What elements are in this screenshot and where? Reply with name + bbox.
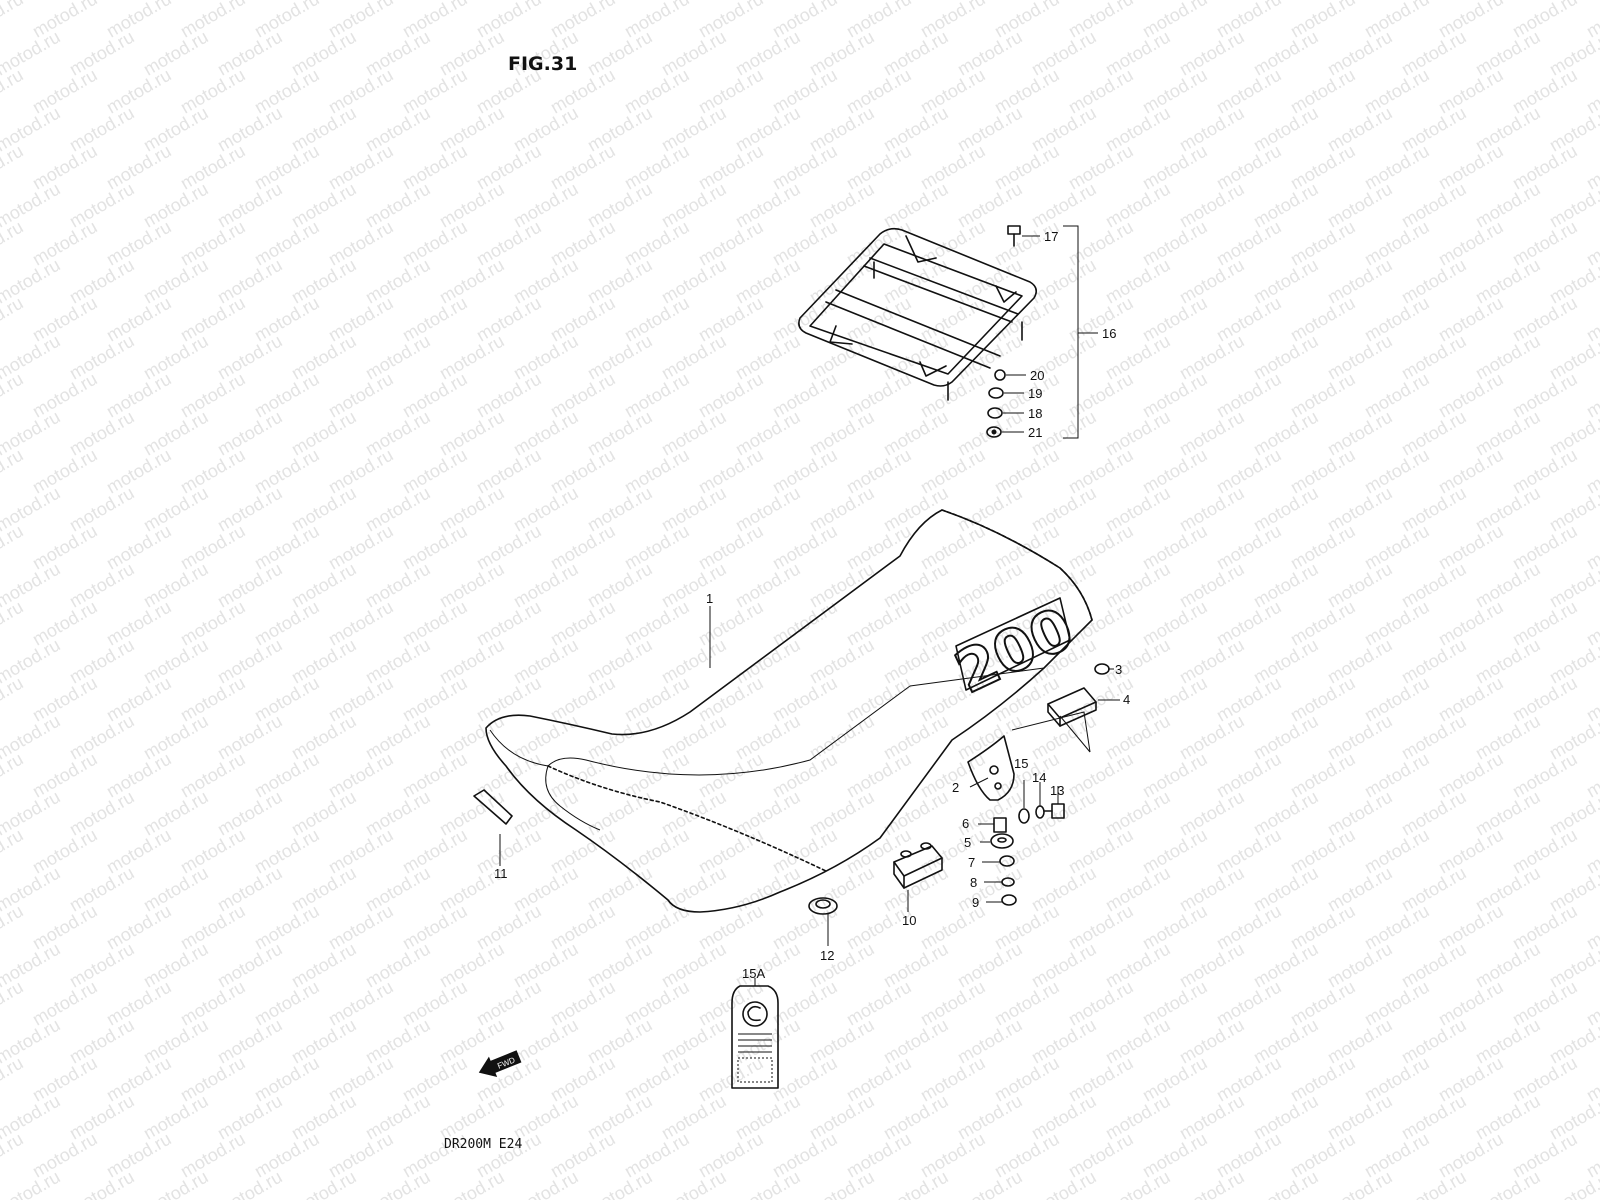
watermark-text: motod.ru xyxy=(1324,1167,1396,1200)
watermark-text: motod.ru xyxy=(880,1167,952,1200)
watermark-text: motod.ru xyxy=(510,1167,582,1200)
callout-9: 9 xyxy=(972,895,979,910)
watermark-text: motod.ru xyxy=(140,1167,212,1200)
callout-4: 4 xyxy=(1123,692,1130,707)
callout-10: 10 xyxy=(902,913,916,928)
callout-3: 3 xyxy=(1115,662,1122,677)
watermark-text: motod.ru xyxy=(806,1167,878,1200)
watermark-text: motod.ru xyxy=(1398,1167,1470,1200)
watermark-text: motod.ru xyxy=(0,445,27,498)
watermark-text: motod.ru xyxy=(0,825,27,878)
callout-6: 6 xyxy=(962,816,969,831)
watermark-text: motod.ru xyxy=(1028,1167,1100,1200)
callout-21: 21 xyxy=(1028,425,1042,440)
watermark-text: motod.ru xyxy=(0,1167,64,1200)
watermark-text: motod.ru xyxy=(0,673,27,726)
callout-15: 15 xyxy=(1014,756,1028,771)
callout-5: 5 xyxy=(964,835,971,850)
callout-12: 12 xyxy=(820,948,834,963)
watermark-text: motod.ru xyxy=(0,977,27,1030)
watermark-text: motod.ru xyxy=(66,1167,138,1200)
watermark-text: motod.ru xyxy=(0,597,27,650)
callout-20: 20 xyxy=(1030,368,1044,383)
watermark-text: motod.ru xyxy=(0,293,27,346)
watermark-text: motod.ru xyxy=(1472,1167,1544,1200)
watermark-text: motod.ru xyxy=(1176,1167,1248,1200)
watermark-text: motod.ru xyxy=(288,1167,360,1200)
callout-18: 18 xyxy=(1028,406,1042,421)
callout-1: 1 xyxy=(706,591,713,606)
callout-19: 19 xyxy=(1028,386,1042,401)
watermark-text: motod.ru xyxy=(0,65,27,118)
watermark-text: motod.ru xyxy=(0,141,27,194)
callout-11: 11 xyxy=(494,866,508,881)
watermark-text: motod.ru xyxy=(1250,1167,1322,1200)
watermark-text: motod.ru xyxy=(0,749,27,802)
watermark-text: motod.ru xyxy=(0,521,27,574)
watermark-text: motod.ru xyxy=(584,1167,656,1200)
callout-13: 13 xyxy=(1050,783,1064,798)
model-code: DR200M E24 xyxy=(444,1137,522,1152)
callout-17: 17 xyxy=(1044,229,1058,244)
watermark-text: motod.ru xyxy=(362,1167,434,1200)
watermark-text: motod.ru xyxy=(1102,1167,1174,1200)
watermark-text: motod.ru xyxy=(0,369,27,422)
watermark-text: motod.ru xyxy=(0,0,27,41)
watermark-text: motod.ru xyxy=(954,1167,1026,1200)
callout-7: 7 xyxy=(968,855,975,870)
watermark-text: motod.ru xyxy=(0,1053,27,1106)
watermark-text: motod.ru xyxy=(0,901,27,954)
callout-14: 14 xyxy=(1032,770,1046,785)
callout-8: 8 xyxy=(970,875,977,890)
callout-15a: 15A xyxy=(742,966,765,981)
callout-16: 16 xyxy=(1102,326,1116,341)
watermark-text: motod.ru xyxy=(436,1167,508,1200)
watermark-text: motod.ru xyxy=(214,1167,286,1200)
watermark-text: motod.ru xyxy=(732,1167,804,1200)
watermark-text: motod.ru xyxy=(0,217,27,270)
figure-title: FIG.31 xyxy=(508,53,577,75)
callout-2: 2 xyxy=(952,780,959,795)
watermark-text: motod.ru xyxy=(658,1167,730,1200)
watermark-text: motod.ru xyxy=(0,1129,27,1182)
